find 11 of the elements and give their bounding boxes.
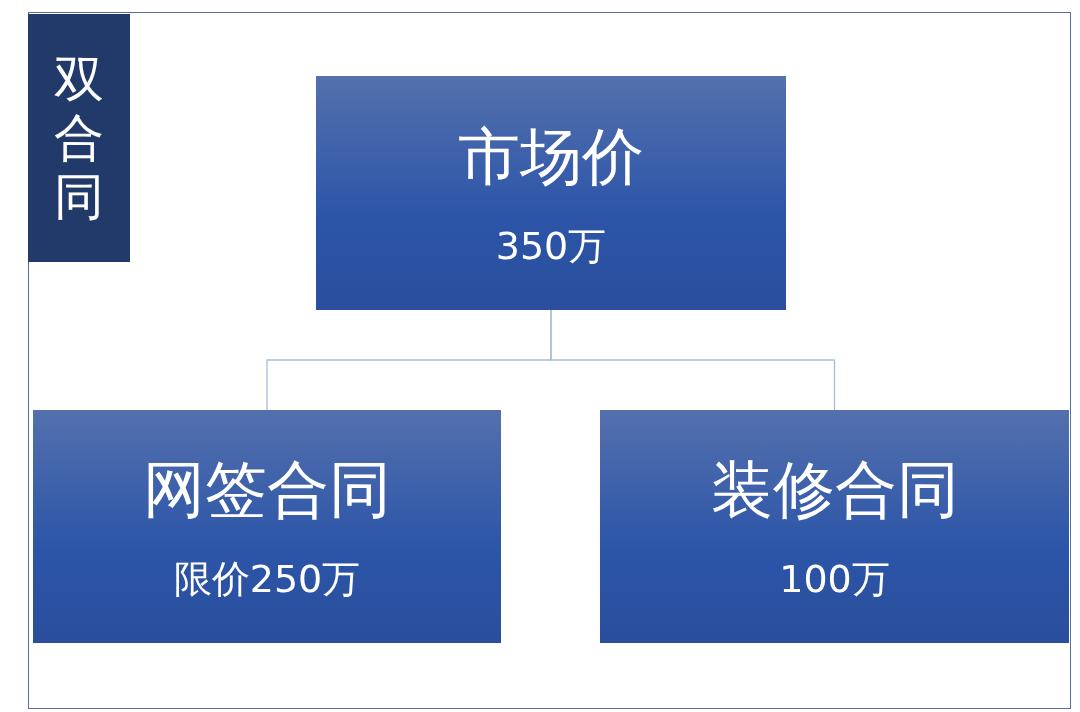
box-heading: 市场价 bbox=[458, 118, 644, 195]
connector-line bbox=[550, 309, 836, 411]
box-heading: 装修合同 bbox=[710, 452, 959, 528]
amount-text: 限价250万 bbox=[173, 556, 361, 603]
contract-box bbox=[600, 410, 1069, 643]
amount-text: 100万 bbox=[779, 556, 890, 603]
contract-box bbox=[33, 410, 501, 643]
box-heading: 网签合同 bbox=[143, 452, 391, 528]
title-box: 双合同 bbox=[28, 14, 130, 262]
amount-text: 350万 bbox=[495, 222, 607, 270]
price-box bbox=[316, 76, 786, 310]
